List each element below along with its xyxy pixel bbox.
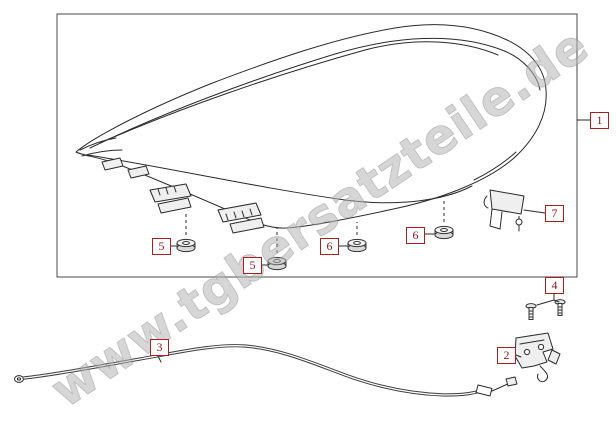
callout-4[interactable]: 4 xyxy=(545,277,564,294)
callout-6a[interactable]: 6 xyxy=(320,238,339,255)
latch-bracket-drawing xyxy=(483,189,525,232)
seat-lock-bracket-drawing xyxy=(514,332,561,383)
callout-5b[interactable]: 5 xyxy=(243,257,262,274)
callout-7[interactable]: 7 xyxy=(545,205,564,222)
callout-6b[interactable]: 6 xyxy=(406,227,425,244)
callout-3[interactable]: 3 xyxy=(150,339,169,356)
nut-6b xyxy=(434,225,454,240)
seat-drawing xyxy=(75,24,547,229)
callout-5a[interactable]: 5 xyxy=(152,238,171,255)
leader-lines xyxy=(157,119,591,363)
grommet-6a xyxy=(347,238,367,253)
grommet-5b xyxy=(267,256,287,271)
seat-rails xyxy=(101,157,265,234)
diagram-frame xyxy=(56,13,578,278)
cable-drawing xyxy=(14,344,518,397)
grommet-5a xyxy=(176,238,196,253)
callout-1[interactable]: 1 xyxy=(590,112,609,129)
callout-2[interactable]: 2 xyxy=(497,347,516,364)
